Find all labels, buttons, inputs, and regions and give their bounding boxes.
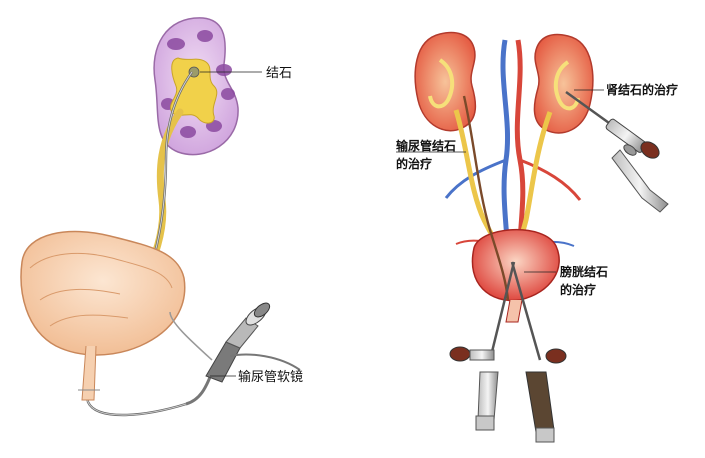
- nephroscope: [565, 90, 669, 213]
- stone-label: 结石: [266, 66, 292, 81]
- ureter-stone-label-2: 的治疗: [396, 156, 432, 171]
- kidney-right-panel-right: [533, 33, 594, 134]
- ureter-stone-label-1: 输尿管结石: [396, 138, 456, 153]
- left-panel: 结石 输尿管软镜: [20, 17, 303, 417]
- ureteroscope-label: 输尿管软镜: [238, 369, 303, 385]
- bladder-stone-label-1: 膀胱结石: [559, 264, 608, 279]
- kidney-stone-label: 肾结石的治疗: [606, 82, 678, 97]
- kidney-right-panel-left: [414, 31, 477, 132]
- flexible-ureteroscope: [169, 302, 301, 406]
- bladder-stone-label-2: 的治疗: [560, 282, 596, 297]
- cystoscope-right: [510, 261, 567, 443]
- cystoscope-left: [449, 261, 516, 431]
- right-panel: 输尿管结石 的治疗 肾结石的治疗 膀胱结石 的治疗: [396, 31, 678, 443]
- bladder-left: [20, 230, 186, 401]
